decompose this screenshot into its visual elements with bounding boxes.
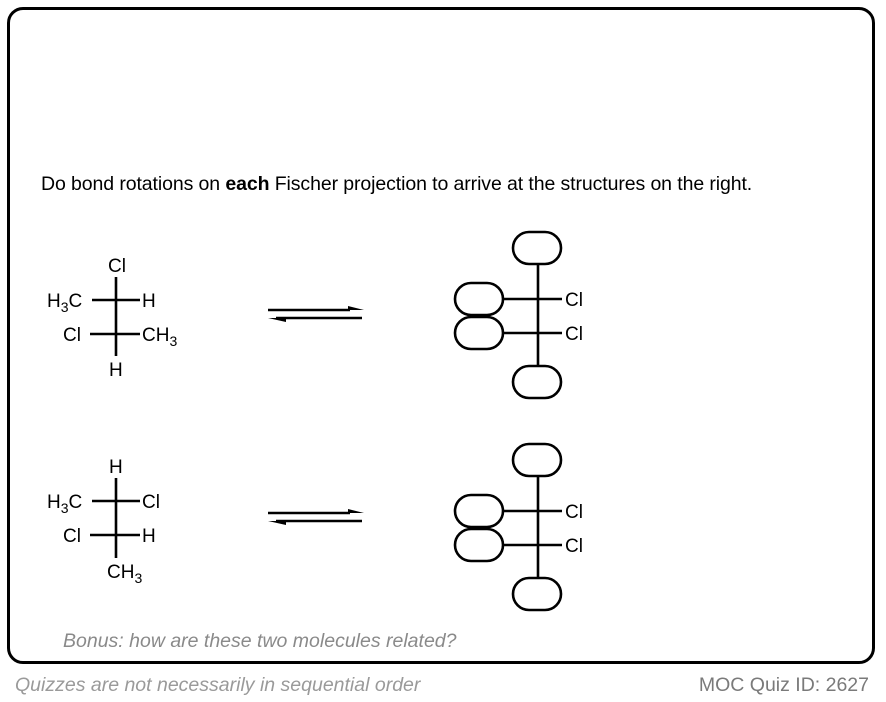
arrow-1-reverse-head-icon (268, 318, 286, 322)
target-2-blank-top[interactable] (511, 442, 563, 478)
fischer-2-top-label: H (109, 457, 123, 478)
target-structure-1 (453, 230, 563, 400)
fischer-2-c1-right-label: Cl (142, 492, 160, 513)
fischer-2-c1-left-label: H3C (47, 492, 82, 516)
fischer-projection-1 (90, 277, 140, 356)
fischer-2-c2-right-label: H (142, 526, 156, 547)
fischer-1-c2-right-label: CH3 (142, 325, 177, 349)
target-1-c1-right-label: Cl (565, 290, 583, 311)
target-structure-2 (453, 442, 563, 612)
target-2-blank-bottom[interactable] (511, 576, 563, 612)
target-1-blank-c2-left[interactable] (453, 315, 505, 351)
arrow-2-reverse-head-icon (268, 521, 286, 525)
target-1-c2-right-label: Cl (565, 324, 583, 345)
target-1-blank-c1-left[interactable] (453, 281, 505, 317)
fischer-1-top-label: Cl (108, 256, 126, 277)
fischer-2-bottom-label: CH3 (107, 562, 142, 586)
target-2-blank-c2-left[interactable] (453, 527, 505, 563)
target-2-c2-right-label: Cl (565, 536, 583, 557)
target-1-blank-bottom[interactable] (511, 364, 563, 400)
footer-note: Quizzes are not necessarily in sequentia… (15, 674, 421, 696)
fischer-1-c1-left-label: H3C (47, 291, 82, 315)
equilibrium-arrow-1 (268, 308, 362, 320)
target-2-c1-right-label: Cl (565, 502, 583, 523)
quiz-card (7, 7, 875, 664)
equilibrium-arrow-2 (268, 511, 362, 523)
question-text: Do bond rotations on each Fischer projec… (41, 172, 801, 196)
question-suffix: Fischer projection to arrive at the stru… (269, 173, 753, 195)
question-emphasis: each (225, 173, 270, 195)
question-prefix: Do bond rotations on (41, 173, 226, 195)
target-2-blank-c1-left[interactable] (453, 493, 505, 529)
arrow-1-forward-head-icon (348, 306, 364, 310)
arrow-2-forward-head-icon (348, 509, 364, 513)
quiz-id: MOC Quiz ID: 2627 (698, 674, 869, 696)
bonus-question: Bonus: how are these two molecules relat… (63, 630, 457, 652)
fischer-1-c2-left-label: Cl (63, 325, 81, 346)
fischer-1-c1-right-label: H (142, 291, 156, 312)
fischer-projection-2 (90, 478, 140, 558)
fischer-2-c2-left-label: Cl (63, 526, 81, 547)
target-1-blank-top[interactable] (511, 230, 563, 266)
fischer-1-bottom-label: H (109, 360, 123, 381)
